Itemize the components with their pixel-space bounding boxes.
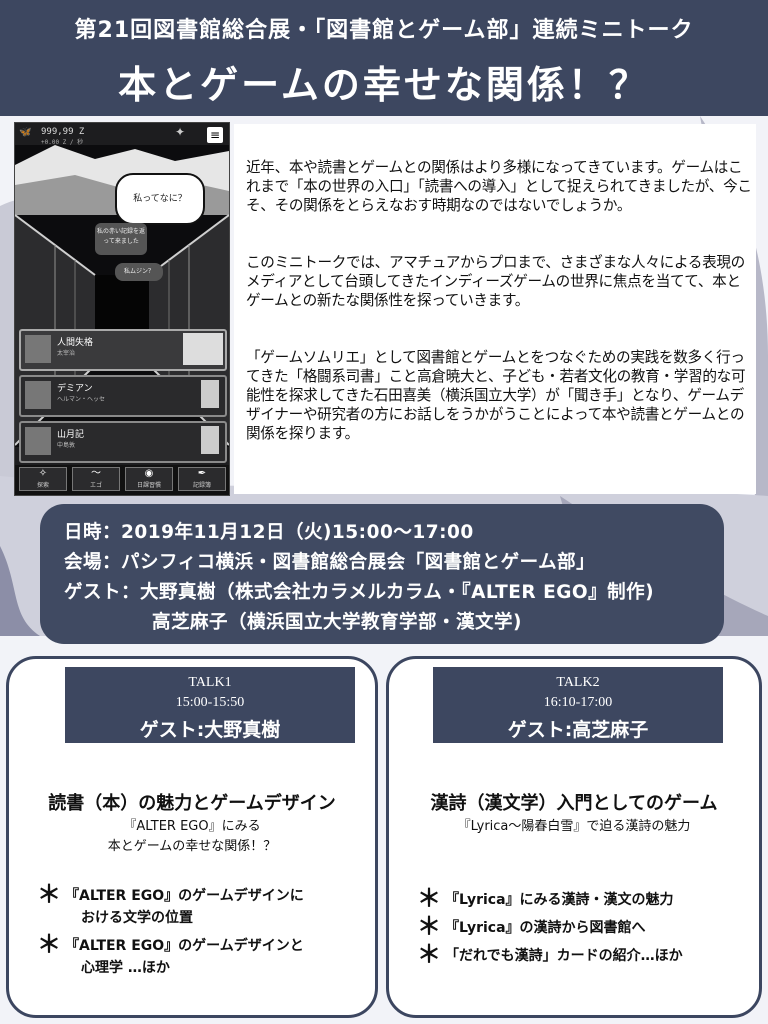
talk1-subtitle-line2: 本とゲームの幸せな関係！？ (107, 839, 277, 854)
speech-bubble-small: 私の赤い記録を返って来ました (95, 223, 147, 255)
talk2-guest: ゲスト:高芝麻子 (507, 719, 649, 741)
event-info-box: 日時：2019年11月12日（火)15:00～17:00 会場：パシフィコ横浜・… (40, 504, 724, 644)
author-portrait (25, 427, 51, 455)
money-value: 999,99 Z (41, 127, 85, 137)
talk1-header: TALK1 15:00-15:50 ゲスト:大野真樹 (65, 667, 355, 743)
butterfly-icon: ✧ (38, 468, 48, 479)
talk2-bullet-2: ＊ 『Lyrica』の漢詩から図書館へ (417, 912, 646, 940)
event-title: 本とゲームの幸せな関係！？ (118, 63, 650, 107)
book-card-3[interactable]: 山月記 中島敦 (19, 421, 227, 463)
intro-paragraph-2: このミニトークでは、アマチュアからプロまで、さまざまな人々による表現のメディアと… (246, 254, 745, 309)
talk2-title: 漢詩（漢文学）入門としてのゲーム (430, 793, 718, 814)
menu-icon[interactable]: ≡ (207, 127, 223, 143)
header-banner: 第21回図書館総合展・「図書館とゲーム部」連続ミニトーク 本とゲームの幸せな関係… (0, 0, 768, 116)
eye-icon: ◉ (144, 468, 154, 479)
intro-panel: 近年、本や読書とゲームとの関係はより多様になってきています。ゲームはこれまで「本… (234, 124, 756, 494)
talk2-header: TALK2 16:10-17:00 ゲスト:高芝麻子 (433, 667, 723, 743)
talk2-time: 16:10-17:00 (543, 695, 613, 710)
amulet-icon: ✦ (175, 125, 186, 139)
tab-ego[interactable]: 〜エゴ (72, 467, 120, 491)
book-title: 山月記 (57, 430, 85, 440)
talk1-guest: ゲスト:大野真樹 (139, 719, 281, 741)
butterfly-icon: 🦋 (19, 127, 32, 138)
talk2-bullet-3: ＊ 「だれでも漢詩」カードの紹介…ほか (417, 940, 683, 968)
status-readout: 999,99 Z +0.00 Z / 秒 (23, 127, 84, 146)
event-guest-1: ゲスト：大野真樹（株式会社カラメルカラム・『ALTER EGO』制作) (64, 582, 655, 603)
book-author: 太宰治 (57, 350, 76, 357)
talk1-bullet-2: ＊ 『ALTER EGO』のゲームデザインと 心理学 …ほか (37, 930, 304, 976)
asterisk-icon: ＊ (37, 930, 61, 958)
asterisk-icon: ＊ (417, 912, 441, 940)
talk2-panel: TALK2 16:10-17:00 ゲスト:高芝麻子 漢詩（漢文学）入門としての… (386, 656, 762, 1018)
game-screenshot: 🦋 999,99 Z +0.00 Z / 秒 ✦ ≡ 私ってなに？ 私の赤い記録… (14, 122, 230, 496)
talk2-subtitle: 『Lyrica～陽春白雪』で迫る漢詩の魅力 (457, 819, 691, 834)
book-title: デミアン (57, 384, 93, 394)
intro-paragraph-3: 「ゲームソムリエ」として図書館とゲームとをつなぐための実践を数多く行ってきた「格… (246, 349, 746, 442)
book-card-1[interactable]: 人間失格 太宰治 (19, 329, 227, 371)
book-author: 中島敦 (57, 442, 76, 449)
asterisk-icon: ＊ (417, 884, 441, 912)
talk2-bullet-1: ＊ 『Lyrica』にみる漢詩・漢文の魅力 (417, 884, 674, 912)
talk1-time: 15:00-15:50 (175, 695, 245, 710)
talk1-subtitle-line1: 『ALTER EGO』にみる (123, 819, 261, 834)
intro-paragraph-1: 近年、本や読書とゲームとの関係はより多様になってきています。ゲームはこれまで「本… (246, 159, 752, 214)
asterisk-icon: ＊ (37, 880, 61, 908)
bottom-tab-bar: ✧探索 〜エゴ ◉日課習慣 ✒記録簿 (15, 465, 229, 495)
book-author: ヘルマン・ヘッセ (57, 396, 106, 403)
tab-records[interactable]: ✒記録簿 (178, 467, 226, 491)
book-card-2[interactable]: デミアン ヘルマン・ヘッセ (19, 375, 227, 417)
book-icon (201, 426, 219, 454)
tab-habits[interactable]: ◉日課習慣 (125, 467, 173, 491)
talk1-panel: TALK1 15:00-15:50 ゲスト:大野真樹 読書（本）の魅力とゲームデ… (6, 656, 378, 1018)
event-guest-2: 高芝麻子（横浜国立大学教育学部・漢文学) (152, 612, 522, 633)
talk1-bullet-1: ＊ 『ALTER EGO』のゲームデザインに おける文学の位置 (37, 880, 304, 926)
author-portrait (25, 335, 51, 363)
talk1-label: TALK1 (188, 675, 232, 690)
talk1-subtitle: 『ALTER EGO』にみる 本とゲームの幸せな関係！？ (9, 817, 375, 857)
talk1-title: 読書（本）の魅力とゲームデザイン (48, 793, 336, 814)
author-portrait (25, 381, 51, 409)
book-title: 人間失格 (57, 338, 94, 348)
event-venue: 会場：パシフィコ横浜・図書館総合展会「図書館とゲーム部」 (64, 552, 596, 573)
asterisk-icon: ＊ (417, 940, 441, 968)
book-icon (201, 380, 219, 408)
talk2-label: TALK2 (556, 675, 600, 690)
quill-icon: ✒ (197, 468, 207, 479)
money-rate: +0.00 Z / 秒 (41, 139, 84, 146)
ego-icon: 〜 (91, 468, 101, 479)
tab-explore[interactable]: ✧探索 (19, 467, 67, 491)
speech-bubble-main: 私ってなに？ (115, 173, 205, 225)
speech-bubble-small-2: 私ムジン？ (115, 263, 163, 281)
event-date: 日時：2019年11月12日（火)15:00～17:00 (64, 522, 474, 543)
open-book-icon (183, 333, 223, 365)
event-subtitle: 第21回図書館総合展・「図書館とゲーム部」連続ミニトーク (74, 18, 694, 43)
